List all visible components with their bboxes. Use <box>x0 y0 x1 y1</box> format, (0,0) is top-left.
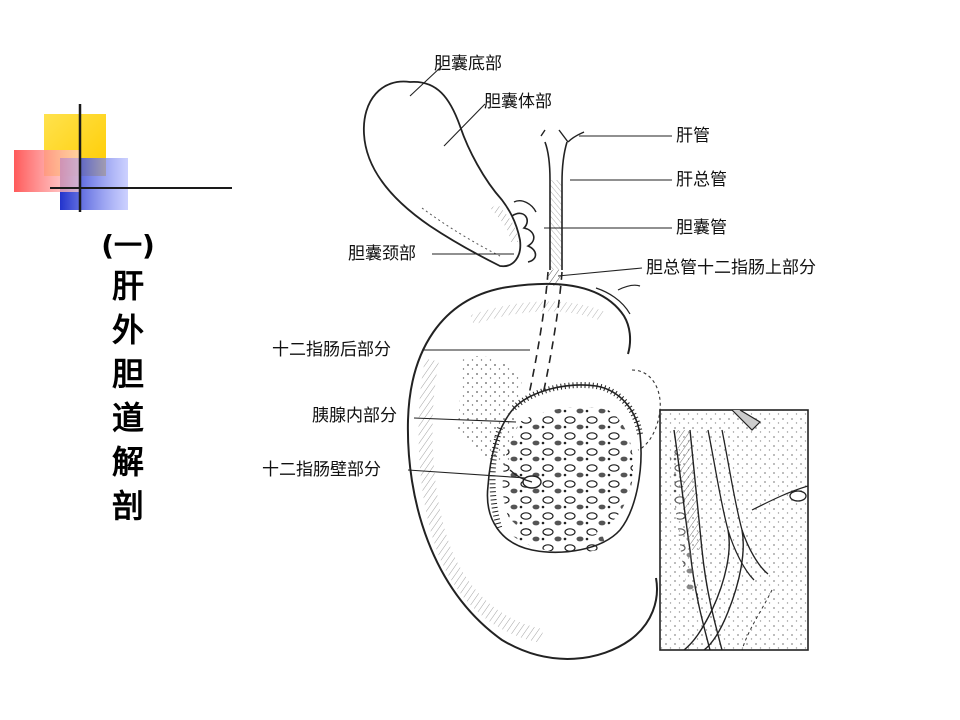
label-cystic-duct: 胆囊管 <box>676 218 727 238</box>
title-char-2: 外 <box>111 311 144 349</box>
label-common-hepatic-duct: 肝总管 <box>676 170 727 190</box>
label-gallbladder-body: 胆囊体部 <box>484 92 552 112</box>
label-cbd-supraduodenal: 胆总管十二指肠上部分 <box>646 258 816 278</box>
label-gallbladder-neck: 胆囊颈部 <box>348 244 416 264</box>
leader-lines <box>407 65 672 479</box>
label-cbd-retroduodenal: 十二指肠后部分 <box>272 340 391 360</box>
red-square <box>14 150 80 192</box>
duodenum <box>406 282 658 660</box>
label-cbd-intrapancreatic: 胰腺内部分 <box>312 406 397 426</box>
anatomy-drawing <box>363 65 809 660</box>
gallbladder <box>363 80 537 268</box>
title-char-5: 解 <box>111 443 144 481</box>
corner-decoration <box>14 104 232 212</box>
label-gallbladder-fundus: 胆囊底部 <box>434 54 502 74</box>
title-char-6: 剖 <box>111 487 144 525</box>
label-hepatic-duct: 肝管 <box>676 126 710 146</box>
title-number: (一) <box>101 229 155 262</box>
title-char-4: 道 <box>111 399 144 437</box>
inset-section-view <box>659 409 809 651</box>
slide-title: (一) 肝 外 胆 道 解 剖 <box>86 228 170 528</box>
biliary-anatomy-figure: 胆囊底部 胆囊体部 肝管 肝总管 胆囊管 胆囊颈部 胆总管十二指肠上部分 十二指… <box>232 30 888 680</box>
label-cbd-intraduodenal: 十二指肠壁部分 <box>262 460 381 480</box>
title-char-3: 胆 <box>111 355 144 393</box>
title-char-1: 肝 <box>111 267 144 305</box>
